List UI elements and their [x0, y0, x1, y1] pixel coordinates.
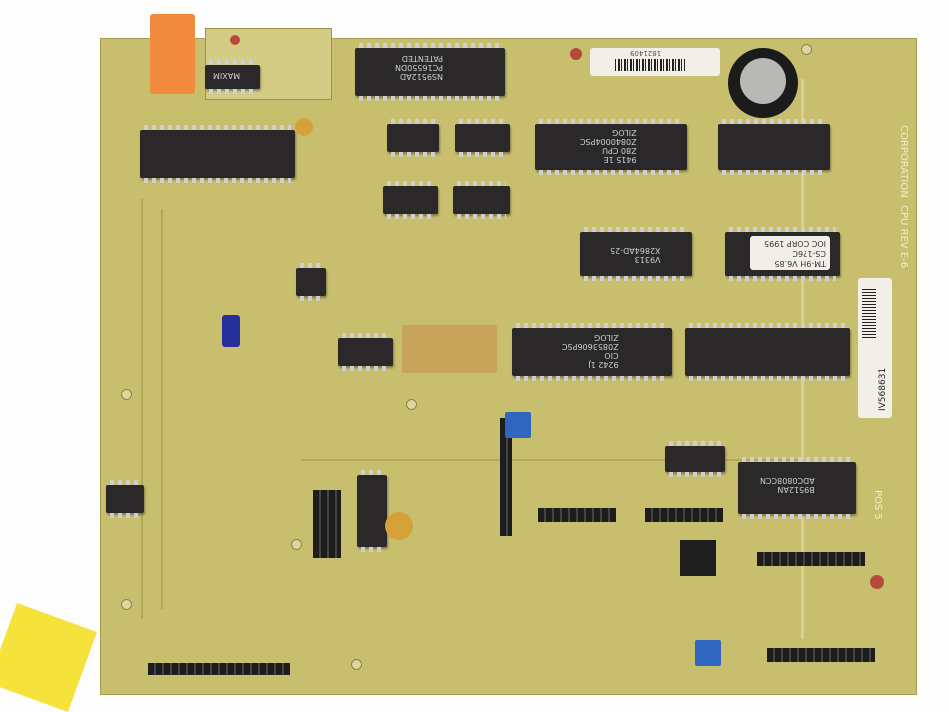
- logic-chip: [665, 441, 725, 477]
- pin-header: [538, 508, 616, 522]
- electrolytic-capacitor: [222, 315, 240, 347]
- pos-silkscreen: POS 5: [872, 490, 883, 520]
- yellow-tag: [0, 603, 97, 712]
- board-corporation-silkscreen: CORPORATION: [898, 125, 909, 198]
- potentiometer: [695, 640, 721, 666]
- battery-holder: [728, 48, 798, 118]
- logic-chip: [387, 119, 439, 157]
- dip-chip: [140, 125, 295, 183]
- top-barcode-number: 1821409: [630, 49, 662, 57]
- ceramic-chip: [402, 325, 497, 373]
- terminal-block-connector: [150, 14, 195, 94]
- pin-header: [645, 508, 723, 522]
- logic-chip: [453, 181, 510, 219]
- maxim-chip: MAXIM: [205, 60, 260, 94]
- side-barcode-number: IV568631: [878, 367, 888, 411]
- pin-header: [500, 418, 512, 536]
- side-barcode-sticker: IV568631: [858, 278, 892, 418]
- maxim-label: MAXIM: [213, 71, 241, 80]
- pin-header: [767, 648, 875, 662]
- logic-chip: [296, 263, 326, 301]
- ceramic-capacitor: [385, 512, 413, 540]
- logic-chip: [338, 333, 393, 371]
- memory-chip: [718, 119, 830, 175]
- pin-header: [148, 663, 290, 675]
- logic-chip: [357, 470, 387, 552]
- potentiometer: [505, 412, 531, 438]
- logic-chip: [455, 119, 510, 157]
- pin-header: [757, 552, 865, 566]
- pin-header: [313, 490, 341, 558]
- logic-chip: [106, 480, 144, 518]
- dip-chip: [685, 323, 850, 381]
- board-revision-silkscreen: CPU REV E-6: [898, 205, 909, 269]
- barcode-sticker: 1821409: [590, 48, 720, 76]
- voltage-regulator: [680, 540, 716, 576]
- logic-chip: [383, 181, 438, 219]
